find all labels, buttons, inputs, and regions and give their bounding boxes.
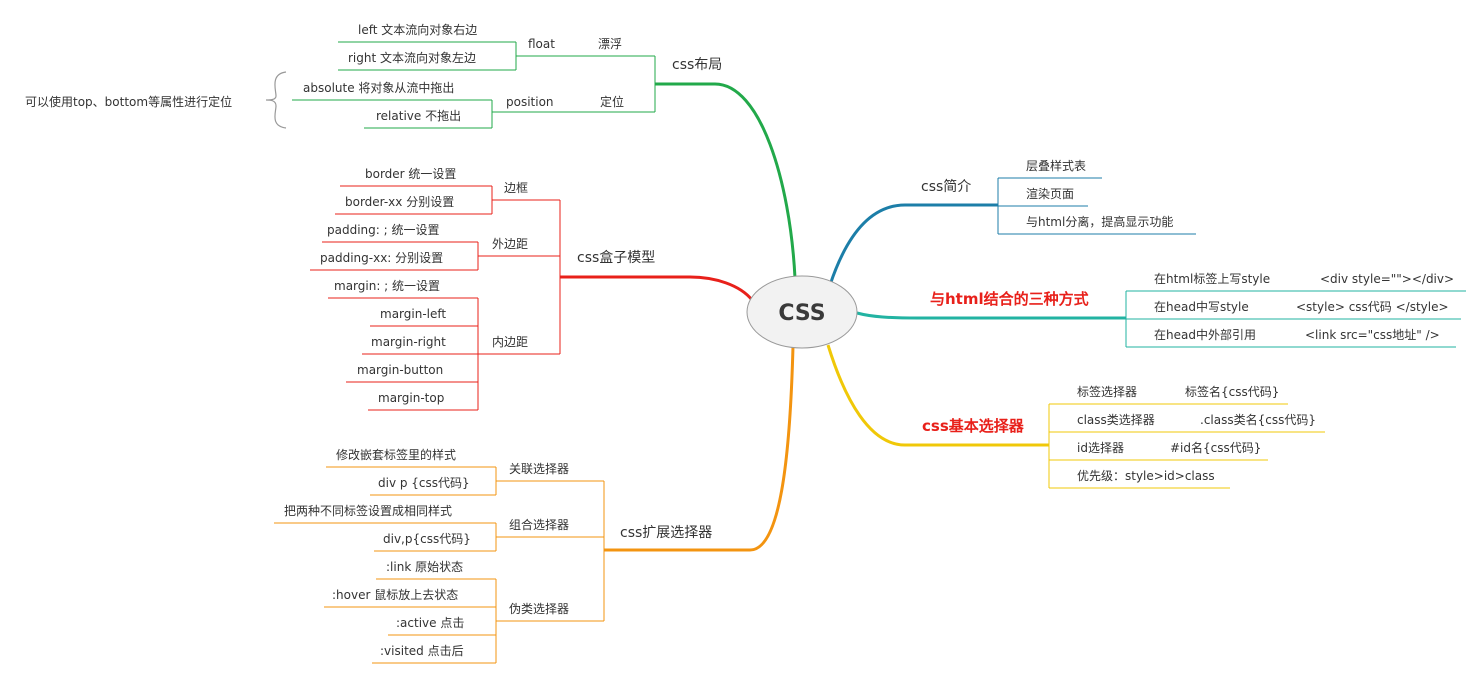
connector-ext	[604, 345, 795, 552]
position-note: 可以使用top、bottom等属性进行定位	[25, 94, 232, 109]
assoc-label[interactable]: 关联选择器	[509, 462, 569, 476]
inner-item-0[interactable]: margin: ; 统一设置	[334, 279, 440, 293]
outer-item-1[interactable]: padding-xx: 分别设置	[320, 251, 443, 265]
inner-item-1[interactable]: margin-left	[380, 307, 446, 321]
outer-item-0[interactable]: padding: ; 统一设置	[327, 223, 439, 237]
border-item-1[interactable]: border-xx 分别设置	[345, 195, 454, 209]
branch-basic	[1048, 403, 1325, 489]
inner-item-2[interactable]: margin-right	[371, 335, 446, 349]
basic-item-1-name[interactable]: class类选择器	[1077, 413, 1155, 427]
branch-layout	[292, 41, 656, 129]
group-item-0[interactable]: 把两种不同标签设置成相同样式	[284, 503, 452, 518]
connector-basic	[826, 344, 1049, 447]
center-label: CSS	[778, 301, 825, 326]
pseudo-item-2[interactable]: :active 点击	[396, 616, 464, 630]
pseudo-item-3[interactable]: :visited 点击后	[380, 644, 464, 658]
assoc-item-1[interactable]: div p {css代码}	[378, 476, 470, 490]
inner-item-3[interactable]: margin-button	[357, 363, 443, 377]
position-label[interactable]: position	[506, 95, 554, 109]
basic-item-1-code[interactable]: .class类名{css代码}	[1200, 412, 1316, 427]
position-desc: 定位	[600, 94, 624, 109]
combine-item-0-name[interactable]: 在html标签上写style	[1154, 271, 1270, 286]
position-item-absolute[interactable]: absolute 将对象从流中拖出	[303, 80, 454, 95]
group-label[interactable]: 组合选择器	[509, 517, 569, 532]
float-desc: 漂浮	[598, 37, 622, 51]
basic-item-0-code[interactable]: 标签名{css代码}	[1185, 384, 1279, 399]
connector-layout	[655, 82, 797, 279]
basic-item-2-code[interactable]: #id名{css代码}	[1170, 440, 1261, 455]
branch-box	[310, 185, 561, 411]
intro-item-2[interactable]: 与html分离，提高显示功能	[1026, 214, 1173, 229]
basic-item-2-name[interactable]: id选择器	[1077, 441, 1124, 455]
group-item-1[interactable]: div,p{css代码}	[383, 532, 471, 546]
branch-intro	[997, 177, 1196, 235]
combine-item-1-code[interactable]: <style> css代码 </style>	[1296, 300, 1449, 314]
intro-item-0[interactable]: 层叠样式表	[1026, 158, 1086, 173]
float-item-left[interactable]: left 文本流向对象右边	[358, 22, 477, 37]
intro-label[interactable]: css简介	[921, 178, 971, 195]
basic-item-3-name[interactable]: 优先级：style>id>class	[1077, 469, 1215, 483]
combine-item-0-code[interactable]: <div style=""></div>	[1320, 272, 1454, 286]
basic-label[interactable]: css基本选择器	[922, 417, 1025, 435]
inner-item-4[interactable]: margin-top	[378, 391, 444, 405]
outer-label[interactable]: 外边距	[492, 237, 528, 251]
float-item-right[interactable]: right 文本流向对象左边	[348, 50, 476, 65]
intro-item-1[interactable]: 渲染页面	[1026, 186, 1074, 201]
inner-label[interactable]: 内边距	[492, 335, 528, 349]
pseudo-label[interactable]: 伪类选择器	[509, 602, 569, 616]
branch-ext	[274, 466, 605, 664]
combine-item-1-name[interactable]: 在head中写style	[1154, 299, 1249, 314]
border-label[interactable]: 边框	[504, 181, 528, 195]
combine-label[interactable]: 与html结合的三种方式	[930, 290, 1089, 308]
pseudo-item-1[interactable]: :hover 鼠标放上去状态	[332, 587, 458, 602]
pseudo-item-0[interactable]: :link 原始状态	[386, 560, 463, 574]
basic-item-0-name[interactable]: 标签选择器	[1077, 384, 1137, 399]
connector-intro	[828, 203, 998, 286]
assoc-item-0[interactable]: 修改嵌套标签里的样式	[336, 447, 456, 462]
combine-item-2-code[interactable]: <link src="css地址" />	[1305, 328, 1440, 342]
box-label[interactable]: css盒子模型	[577, 249, 655, 266]
note-brace	[265, 71, 287, 129]
connector-combine	[856, 311, 1126, 320]
position-item-relative[interactable]: relative 不拖出	[376, 109, 461, 123]
ext-label[interactable]: css扩展选择器	[620, 525, 712, 541]
layout-label[interactable]: css布局	[672, 57, 722, 73]
branch-combine	[1125, 290, 1466, 348]
float-label[interactable]: float	[528, 37, 555, 51]
border-item-0[interactable]: border 统一设置	[365, 167, 456, 181]
combine-item-2-name[interactable]: 在head中外部引用	[1154, 327, 1256, 342]
connector-box	[560, 275, 754, 301]
center-node[interactable]	[746, 275, 858, 349]
